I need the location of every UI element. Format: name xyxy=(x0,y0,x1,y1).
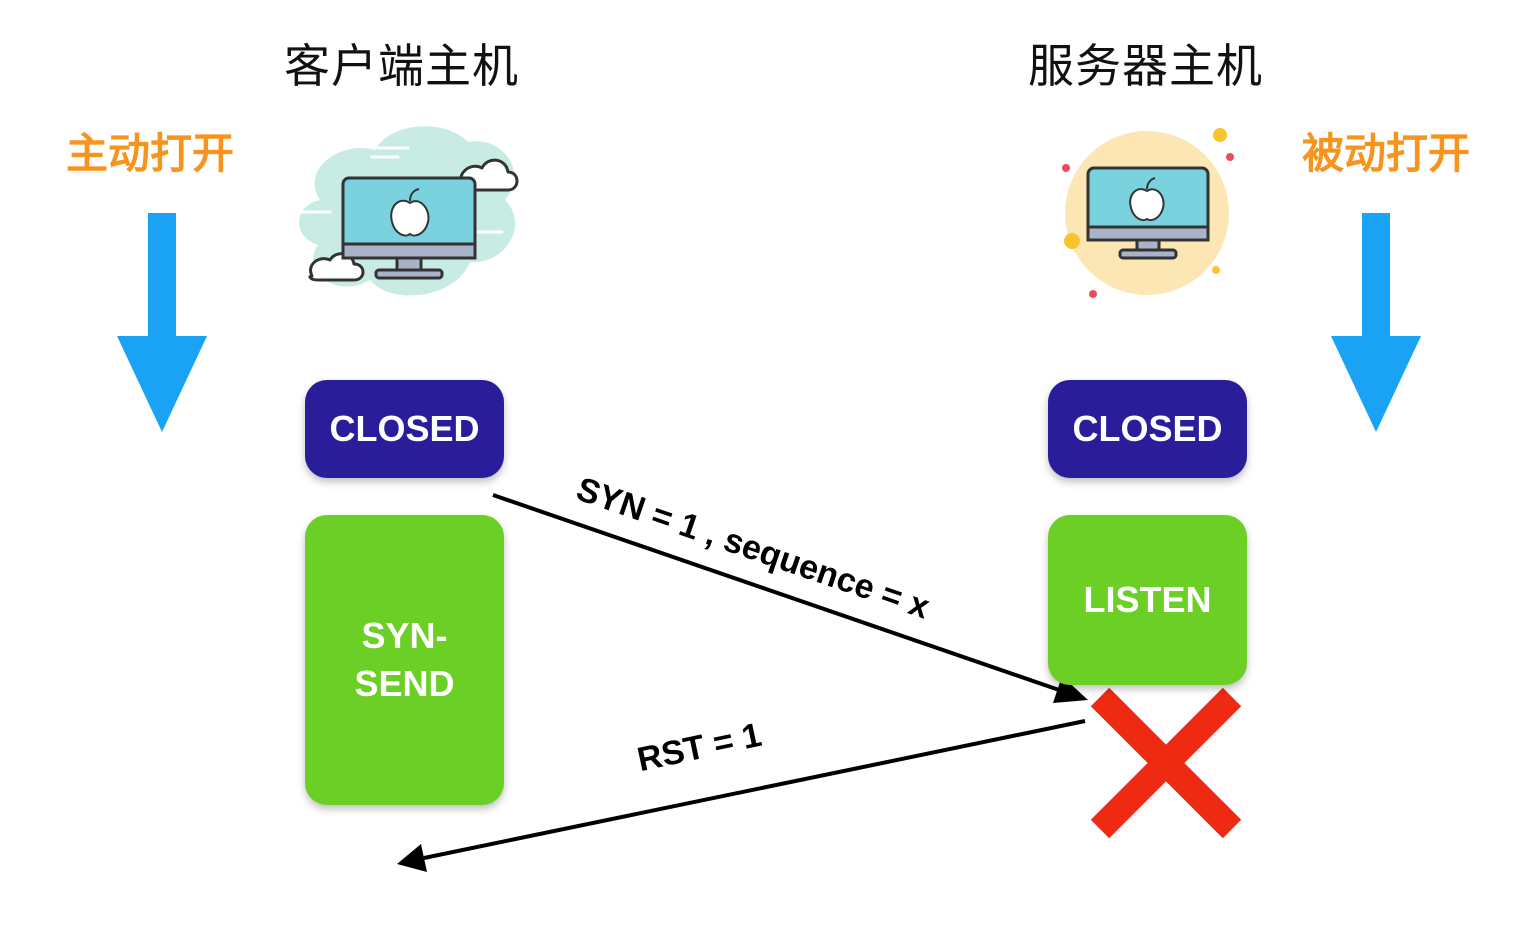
active-open-arrow-icon xyxy=(117,213,207,432)
client-computer-icon xyxy=(299,126,519,296)
client-state-syn-send: SYN- SEND xyxy=(305,515,504,805)
passive-open-label: 被动打开 xyxy=(1302,129,1471,178)
server-state-listen-label: LISTEN xyxy=(1083,579,1212,620)
rst-arrow xyxy=(397,719,1086,872)
reject-x-icon xyxy=(1090,687,1242,839)
server-host-title: 服务器主机 xyxy=(1028,39,1263,93)
server-state-closed-label: CLOSED xyxy=(1072,408,1223,449)
server-computer-icon xyxy=(1062,128,1234,298)
client-state-syn-send-label: SYN- SEND xyxy=(354,615,455,704)
client-state-closed-label: CLOSED xyxy=(329,408,480,449)
server-state-listen: LISTEN xyxy=(1048,515,1247,685)
server-state-closed: CLOSED xyxy=(1048,380,1247,478)
client-state-closed: CLOSED xyxy=(305,380,504,478)
active-open-label: 主动打开 xyxy=(66,129,235,178)
passive-open-arrow-icon xyxy=(1331,213,1421,432)
client-host-title: 客户端主机 xyxy=(284,39,519,93)
syn-arrow xyxy=(492,493,1088,703)
